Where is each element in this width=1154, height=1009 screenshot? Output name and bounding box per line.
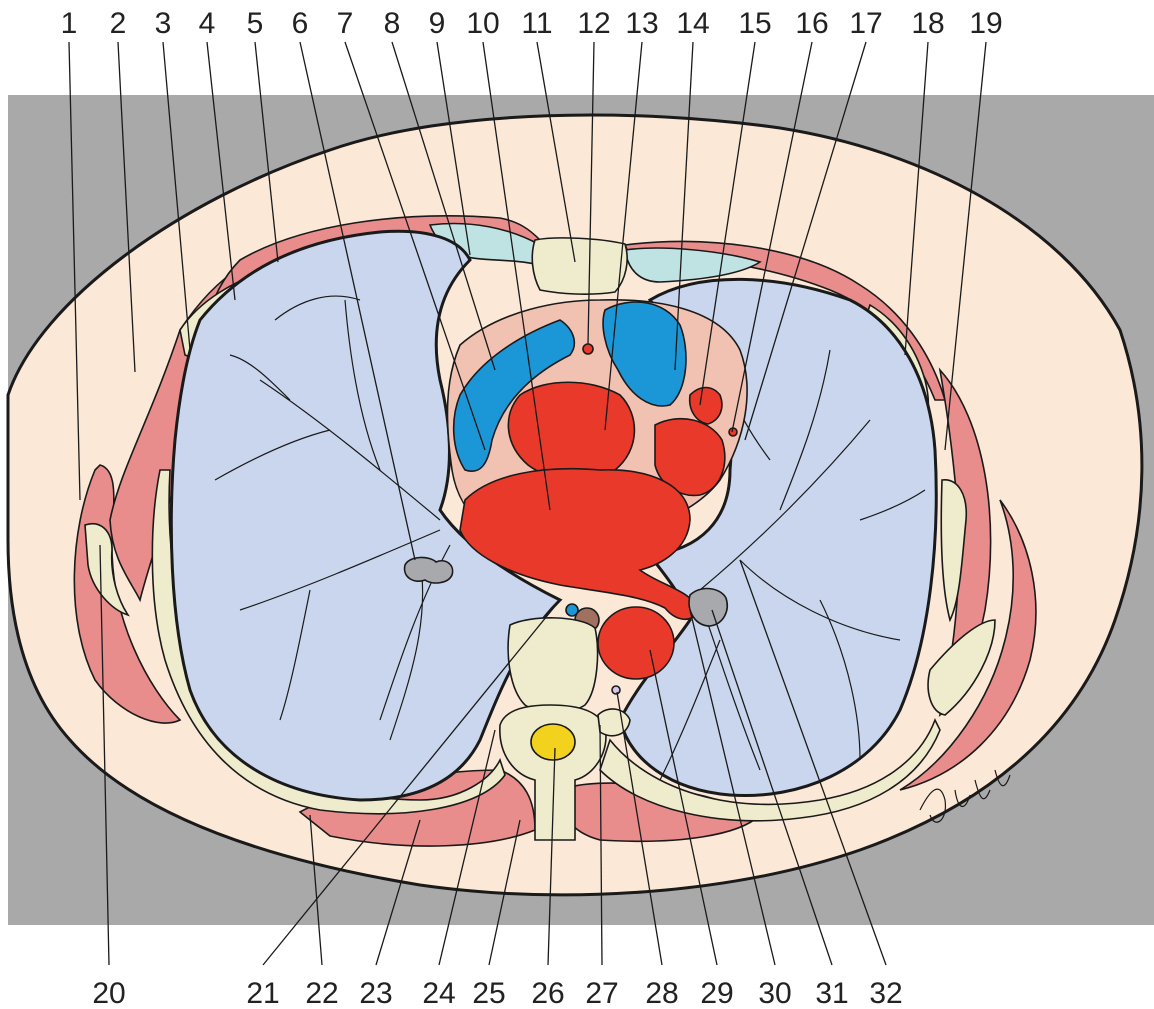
label-16: 16 — [795, 7, 828, 40]
label-6: 6 — [292, 7, 309, 40]
label-24: 24 — [422, 977, 455, 1009]
label-30: 30 — [758, 977, 791, 1009]
label-7: 7 — [337, 7, 354, 40]
descending-aorta — [598, 607, 674, 679]
label-11: 11 — [521, 7, 552, 40]
label-row-bottom: 20 21 22 23 24 25 26 27 28 29 30 31 32 — [92, 977, 902, 1009]
label-row-top: 1 2 3 4 5 6 7 8 9 10 11 12 13 14 15 16 1… — [61, 7, 1003, 40]
label-9: 9 — [429, 7, 446, 40]
label-27: 27 — [585, 977, 618, 1009]
label-31: 31 — [815, 977, 848, 1009]
label-19: 19 — [969, 7, 1002, 40]
label-25: 25 — [472, 977, 505, 1009]
internal-thoracic-artery — [583, 344, 593, 354]
label-3: 3 — [155, 7, 172, 40]
spinal-cord — [531, 724, 575, 760]
label-28: 28 — [645, 977, 678, 1009]
label-12: 12 — [577, 7, 610, 40]
label-23: 23 — [359, 977, 392, 1009]
label-18: 18 — [911, 7, 944, 40]
label-15: 15 — [738, 7, 771, 40]
label-4: 4 — [199, 7, 216, 40]
label-8: 8 — [384, 7, 401, 40]
sternum — [532, 238, 627, 294]
label-2: 2 — [110, 7, 127, 40]
label-26: 26 — [531, 977, 564, 1009]
label-29: 29 — [700, 977, 733, 1009]
label-32: 32 — [869, 977, 902, 1009]
label-5: 5 — [247, 7, 264, 40]
label-10: 10 — [466, 7, 499, 40]
label-1: 1 — [61, 7, 78, 40]
thoracic-duct — [612, 686, 620, 694]
label-21: 21 — [246, 977, 279, 1009]
label-13: 13 — [625, 7, 658, 40]
label-14: 14 — [676, 7, 709, 40]
vertebral-body — [508, 618, 597, 713]
lymph-node-right-hilum — [405, 557, 453, 583]
label-22: 22 — [305, 977, 338, 1009]
label-17: 17 — [849, 7, 882, 40]
ascending-aorta — [508, 382, 634, 478]
label-20: 20 — [92, 977, 125, 1009]
